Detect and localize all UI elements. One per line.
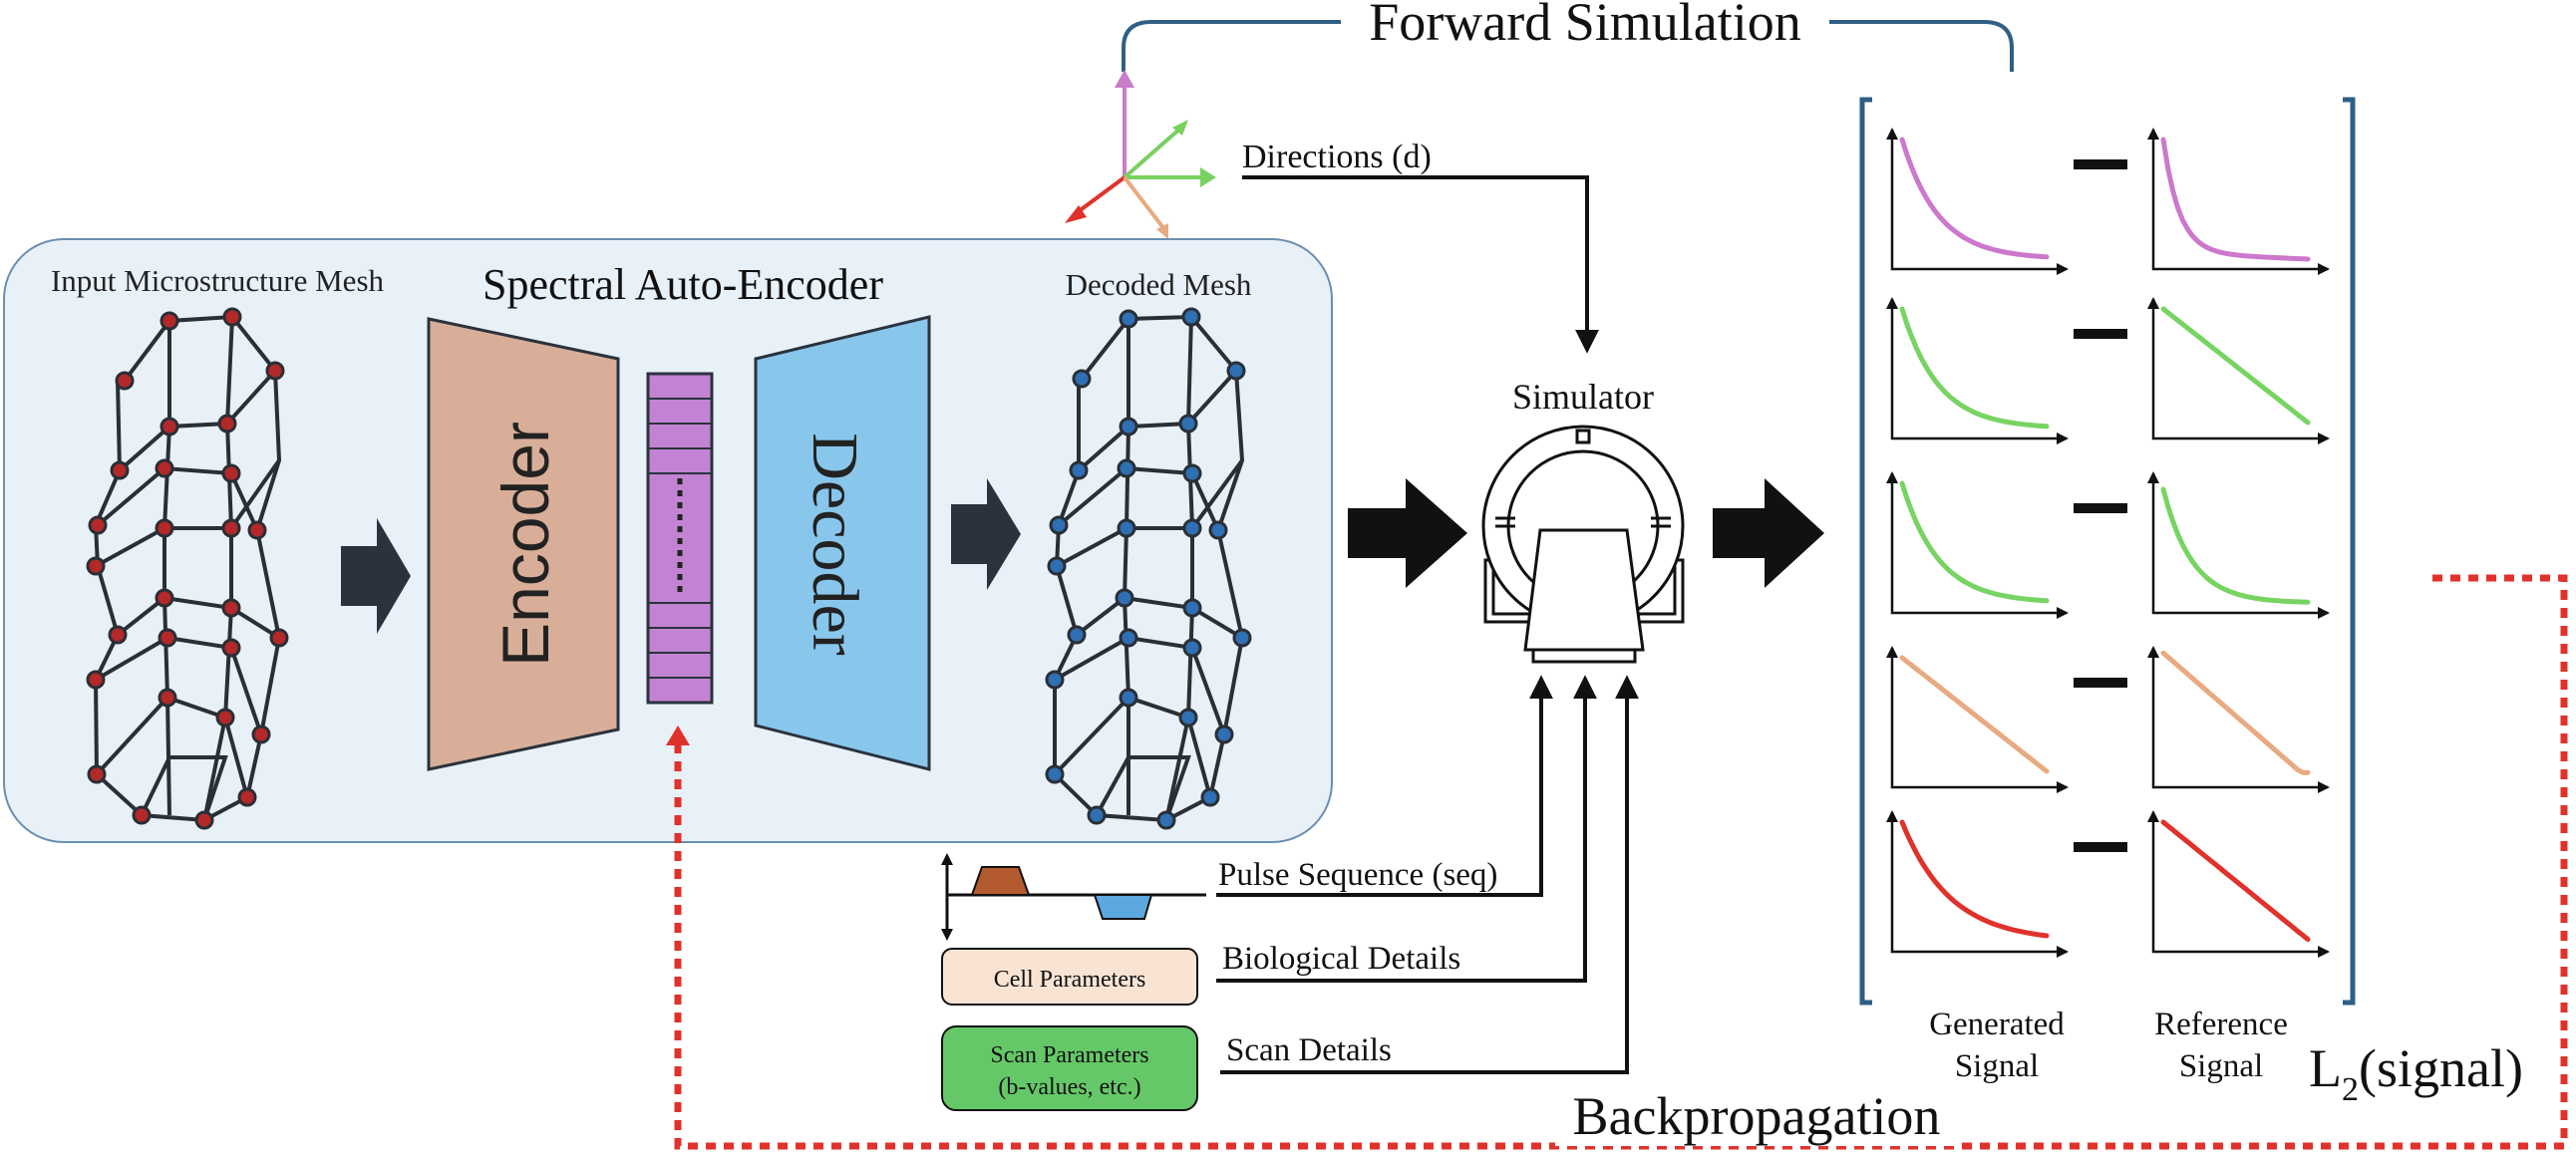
mri-scanner-icon <box>1481 425 1685 664</box>
decoded-mesh <box>1045 307 1252 830</box>
plot-axes <box>2151 812 2328 954</box>
forward-simulation-bracket <box>1122 20 2014 72</box>
generated-signal-curve <box>1899 819 2050 939</box>
plot-y-arrowhead <box>2147 471 2159 483</box>
input-mesh <box>86 307 289 830</box>
directions-label: Directions (d) <box>1242 139 1432 175</box>
minus-sign <box>2074 678 2127 688</box>
plot-x-arrowhead <box>2318 263 2330 275</box>
plot-axes <box>1890 648 2067 789</box>
plot-x-arrowhead <box>2318 433 2330 444</box>
arrow-to-decoded <box>951 478 1021 590</box>
generated-signal-curve <box>1899 480 2050 604</box>
plot-x-arrowhead <box>2057 781 2069 793</box>
plot-axes <box>1890 130 2067 271</box>
plot-y-arrowhead <box>2147 297 2159 309</box>
scan-details-label: Scan Details <box>1226 1032 1392 1068</box>
generated-signal-curve <box>1899 655 2050 774</box>
reference-signal-curve <box>2160 650 2311 775</box>
backprop-arrowhead <box>666 725 690 745</box>
reference-signal-line2: Signal <box>2179 1048 2263 1084</box>
plot-axes <box>2151 473 2328 615</box>
minus-sign <box>2074 329 2127 339</box>
scan-parameters-box <box>941 1025 1198 1111</box>
plot-y-arrowhead <box>2147 810 2159 822</box>
forward-simulation-title: Forward Simulation <box>1369 0 1800 52</box>
minus-sign <box>2074 842 2127 852</box>
left-bracket <box>1859 97 1872 1006</box>
backpropagation-label: Backpropagation <box>1573 1086 1941 1146</box>
plot-y-arrowhead <box>1886 646 1898 658</box>
plot-x-arrowhead <box>2057 946 2069 958</box>
plot-y-arrowhead <box>2147 128 2159 140</box>
reference-signal-curve <box>2160 486 2311 605</box>
minus-sign <box>2074 159 2127 169</box>
generated-signal-curve <box>1899 306 2050 430</box>
plot-x-arrowhead <box>2057 263 2069 275</box>
right-bracket <box>2343 97 2356 1006</box>
signal-plots <box>1886 128 2330 958</box>
pulse-sequence-arrow <box>1216 675 1553 897</box>
generated-signal-line2: Signal <box>1955 1048 2039 1084</box>
scan-parameters-line2: (b-values, etc.) <box>998 1074 1140 1100</box>
plot-x-arrowhead <box>2057 433 2069 444</box>
plot-axes <box>2151 299 2328 440</box>
pulse-sequence-label: Pulse Sequence (seq) <box>1218 857 1497 893</box>
biological-details-label: Biological Details <box>1222 941 1460 977</box>
encoder-label: Encoder <box>488 422 562 667</box>
cell-parameters-label: Cell Parameters <box>994 967 1146 993</box>
arrow-to-simulator <box>1348 478 1467 588</box>
plot-y-arrowhead <box>1886 810 1898 822</box>
decoder-label: Decoder <box>799 433 871 656</box>
directions-arrow <box>1242 175 1599 354</box>
spectral-autoencoder-label: Spectral Auto-Encoder <box>483 260 883 309</box>
scan-parameters-line1: Scan Parameters <box>990 1042 1148 1068</box>
l2-loss-label: L2(signal) <box>2309 1038 2523 1108</box>
minus-sign <box>2074 503 2127 513</box>
pulse-sequence-icon <box>941 853 1206 941</box>
plot-axes <box>1890 812 2067 954</box>
plot-y-arrowhead <box>1886 471 1898 483</box>
latent-vector <box>646 372 714 705</box>
decoder-block <box>754 315 931 771</box>
simulator-label: Simulator <box>1512 377 1654 417</box>
direction-axes-icon <box>1065 70 1216 239</box>
plot-axes <box>2151 648 2328 789</box>
generated-signal-line1: Generated <box>1929 1007 2065 1042</box>
input-mesh-label: Input Microstructure Mesh <box>51 263 385 298</box>
scan-details-arrow <box>1220 675 1639 1074</box>
backpropagation-path <box>674 574 2568 1150</box>
generated-signal-curve <box>1899 137 2050 260</box>
plot-axes <box>1890 473 2067 615</box>
cell-parameters-box <box>941 948 1198 1006</box>
biological-details-arrow <box>1216 675 1597 983</box>
plot-axes <box>2151 130 2328 271</box>
reference-signal-curve <box>2160 819 2311 943</box>
plot-axes <box>1890 299 2067 440</box>
arrow-to-signals <box>1713 478 1824 588</box>
plot-x-arrowhead <box>2057 607 2069 619</box>
plot-x-arrowhead <box>2318 946 2330 958</box>
encoder-block <box>427 317 620 771</box>
plot-y-arrowhead <box>2147 646 2159 658</box>
reference-signal-curve <box>2160 137 2311 262</box>
plot-y-arrowhead <box>1886 297 1898 309</box>
plot-x-arrowhead <box>2318 781 2330 793</box>
decoded-mesh-label: Decoded Mesh <box>1066 267 1252 302</box>
plot-y-arrowhead <box>1886 128 1898 140</box>
reference-signal-line1: Reference <box>2154 1007 2288 1042</box>
plot-x-arrowhead <box>2318 607 2330 619</box>
reference-signal-curve <box>2160 306 2311 426</box>
arrow-to-encoder <box>341 518 411 634</box>
backprop-label-bg <box>1555 1091 1954 1146</box>
